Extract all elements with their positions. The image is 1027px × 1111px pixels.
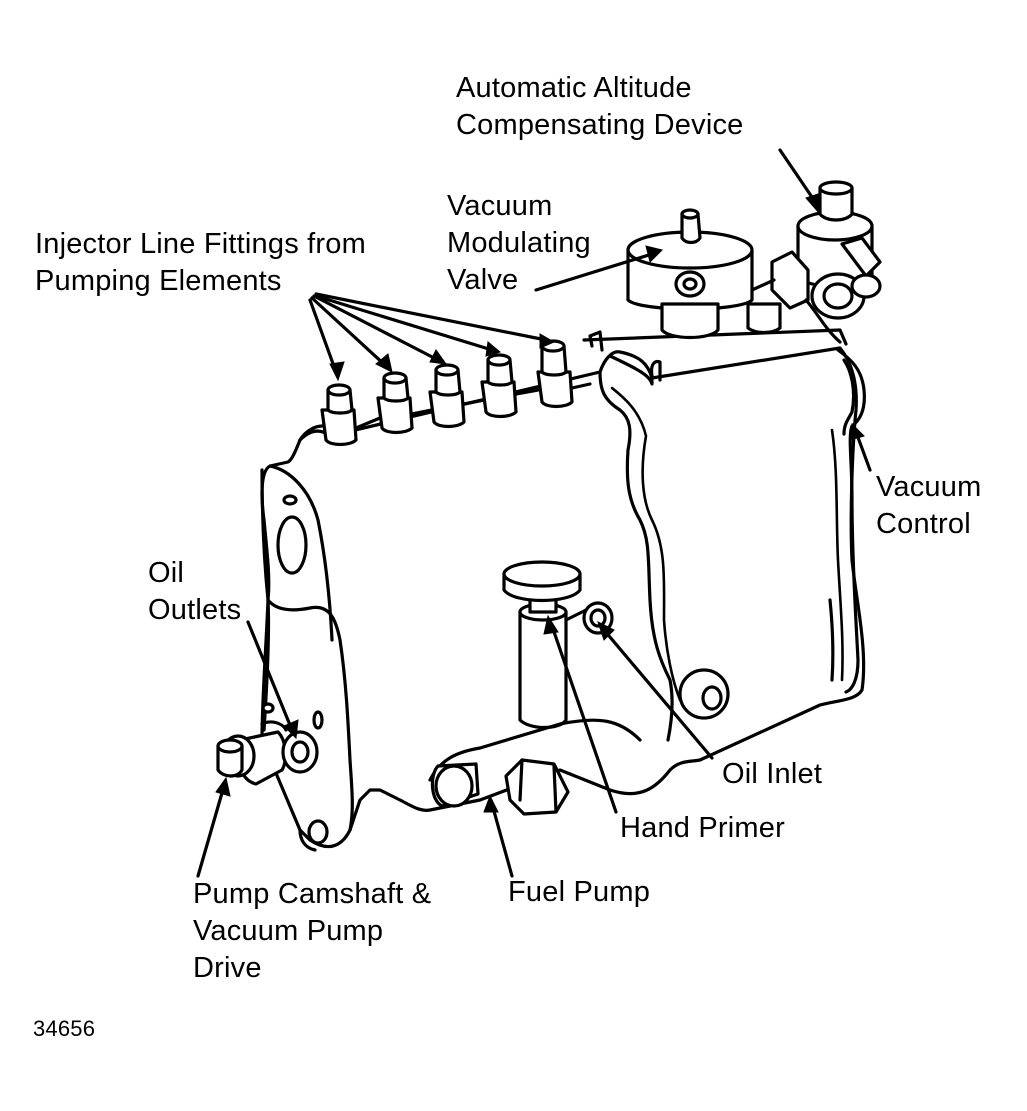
label-line: Pumping Elements — [35, 265, 282, 297]
hand-primer-part — [502, 560, 592, 730]
fuel-pump-part — [428, 718, 642, 816]
label-altitude-device: Automatic Altitude Compensating Device — [456, 70, 744, 144]
label-injector-line-fittings: Injector Line Fittings from Pumping Elem… — [35, 226, 366, 300]
label-line: Modulating — [447, 227, 591, 259]
label-camshaft-drive: Pump Camshaft & Vacuum Pump Drive — [193, 876, 431, 987]
label-line: Oil Inlet — [722, 758, 823, 790]
camshaft-drive-part — [216, 702, 319, 786]
figure-id-number: 34656 — [33, 1016, 96, 1041]
injector-fittings — [298, 339, 592, 447]
label-line: Hand Primer — [620, 812, 785, 844]
leader-lines — [196, 148, 872, 878]
label-line: Vacuum Pump — [193, 915, 384, 947]
label-line: Automatic Altitude — [456, 72, 692, 104]
fitting-5 — [536, 339, 574, 409]
altitude-compensating-device-part — [750, 180, 882, 344]
label-oil-outlets: Oil Outlets — [148, 555, 241, 629]
fitting-1 — [320, 383, 358, 447]
label-vacuum-modulating-valve: Vacuum Modulating Valve — [447, 188, 591, 299]
label-oil-inlet: Oil Inlet — [722, 756, 822, 793]
label-line: Vacuum — [447, 190, 553, 222]
label-line: Outlets — [148, 594, 242, 626]
label-line: Vacuum — [876, 471, 982, 503]
label-line: Drive — [193, 952, 262, 984]
label-fuel-pump: Fuel Pump — [508, 874, 650, 911]
label-line: Pump Camshaft & — [193, 878, 432, 910]
label-hand-primer: Hand Primer — [620, 810, 785, 847]
label-line: Oil — [148, 557, 185, 589]
label-line: Control — [876, 508, 971, 540]
label-line: Valve — [447, 264, 519, 296]
fitting-3 — [428, 363, 466, 429]
label-line: Compensating Device — [456, 109, 744, 141]
vacuum-modulating-valve-part — [626, 208, 782, 340]
lower-right-boss — [678, 668, 730, 720]
label-line: Injector Line Fittings from — [35, 228, 366, 260]
fitting-2 — [376, 371, 414, 435]
pump-body — [260, 328, 866, 852]
label-vacuum-control: Vacuum Control — [876, 469, 981, 543]
label-line: Fuel Pump — [508, 876, 651, 908]
fitting-4 — [480, 353, 518, 419]
